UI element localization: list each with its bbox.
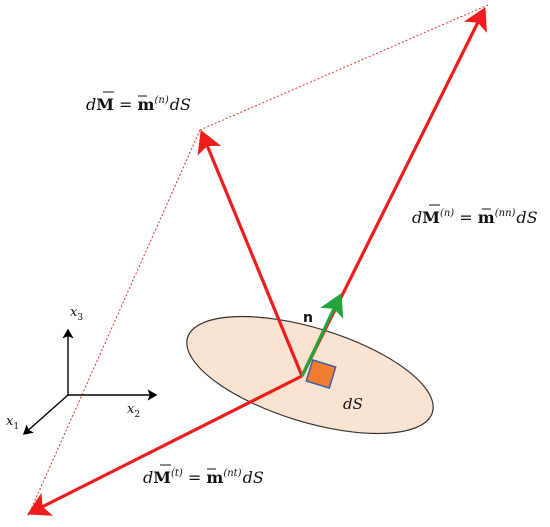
normal-moment-label: dM(n) = m(nn)dS xyxy=(412,208,538,227)
axis-x3-label: x3 xyxy=(70,305,83,323)
axis-x2-label: x2 xyxy=(127,402,140,420)
tangential-moment-vector xyxy=(27,374,303,516)
dotted-construction-line xyxy=(27,129,201,517)
axis-x1-label: x1 xyxy=(6,414,19,432)
area-label: dS xyxy=(343,395,363,413)
surface-patch xyxy=(305,359,337,389)
normal-vector xyxy=(300,293,344,377)
tangential-moment-label: dM(t) = m(nt)dS xyxy=(143,468,264,487)
coordinate-axes xyxy=(22,328,158,435)
total-moment-vector xyxy=(197,130,304,377)
normal-label: n xyxy=(303,310,313,326)
dotted-construction-line xyxy=(199,4,489,131)
axis-x1 xyxy=(22,394,69,435)
total-moment-label: dM = m(n)dS xyxy=(86,95,191,114)
